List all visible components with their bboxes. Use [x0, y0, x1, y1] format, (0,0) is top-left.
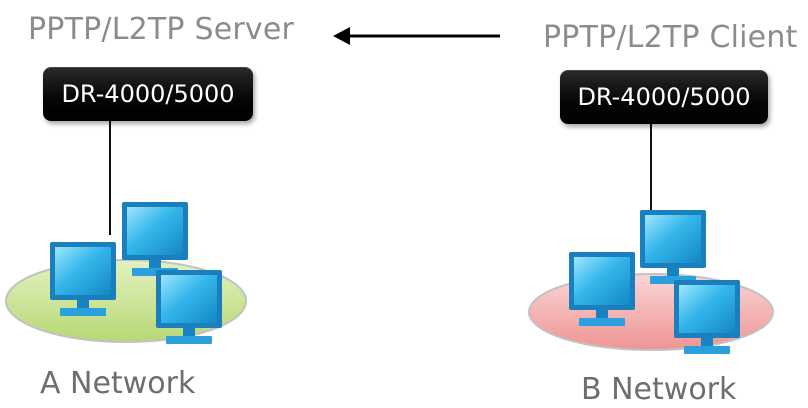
- client-device-box: DR-4000/5000: [560, 70, 768, 124]
- b-network-label: B Network: [581, 372, 737, 407]
- client-title: PPTP/L2TP Client: [543, 20, 798, 55]
- server-title: PPTP/L2TP Server: [28, 12, 295, 47]
- server-device-box: DR-4000/5000: [43, 67, 253, 121]
- a-network-label: A Network: [40, 366, 196, 401]
- arrow: [333, 27, 500, 45]
- a-network-group: [5, 121, 247, 344]
- computer-icon: [640, 210, 706, 284]
- b-network-group: [528, 124, 774, 354]
- server-device-label: DR-4000/5000: [61, 80, 235, 108]
- client-device-label: DR-4000/5000: [577, 83, 751, 111]
